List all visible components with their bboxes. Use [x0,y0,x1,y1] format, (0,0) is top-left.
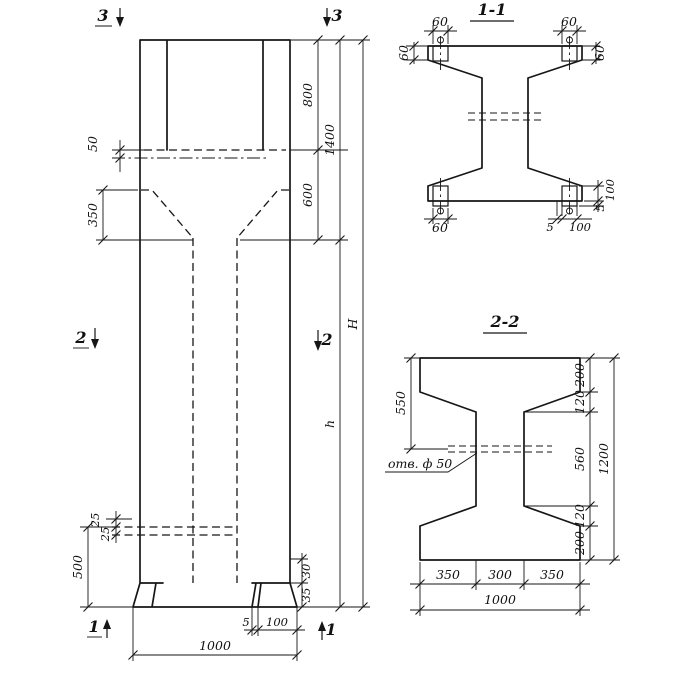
section-1-1-outline [427,36,583,215]
dim-120-bottom-label: 120 [572,504,587,528]
section-marker-1-left: 1 [88,617,99,636]
hole-callout: отв. ф 50 [385,452,478,473]
dim-300-label: 300 [488,567,512,582]
dim-5-label: 5 [242,615,249,629]
elevation-view: 50 350 800 600 1400 h H 500 25 25 30 35 … [70,6,370,661]
dim-1000-label: 1000 [199,638,231,653]
dim-1000-bottom-label: 1000 [484,592,516,607]
dim-350-left-label: 350 [436,567,460,582]
dim-30-label: 30 [299,564,313,579]
anchor-circle [437,207,444,215]
dim-100-right-label: 100 [603,179,617,201]
dim-600-label: 600 [300,183,315,207]
section-2-2-title: 2-2 [490,312,520,331]
dim-h-label: h [322,420,337,428]
section-marker-2-left: 2 [74,328,86,347]
section-markers: 3 3 2 2 1 1 [73,6,343,640]
anchor-circle [437,36,444,44]
section-2-2-dimensions: 550 200 120 560 120 200 1200 350 300 350… [393,352,620,616]
dim-35-label: 35 [299,588,313,603]
section-marker-3-left: 3 [97,6,108,25]
elevation-dimension-labels: 50 350 800 600 1400 h H 500 25 25 30 35 … [70,83,360,653]
dim-25b-label: 25 [98,527,112,543]
dim-1200-label: 1200 [596,443,611,475]
section-1-1-title: 1-1 [478,0,507,19]
dim-60-top-left-label: 60 [432,14,448,29]
dim-50-label: 50 [85,136,100,152]
dim-350-right-label: 350 [540,567,564,582]
dim-350-label: 350 [85,203,100,227]
anchor-circle [566,36,573,44]
dim-200-top-label: 200 [572,363,587,388]
section-1-1-dimensions: 60 60 60 60 60 5 100 100 5 [396,14,617,235]
column-outline [112,39,298,608]
dim-60-right-label: 60 [592,45,607,61]
section-1-1-view: 1-1 60 60 60 60 [396,0,617,235]
hole-label: отв. ф 50 [388,456,452,471]
dim-60-top-right-label: 60 [561,14,577,29]
section-marker-1-right: 1 [325,620,336,639]
dim-500-label: 500 [70,555,85,579]
dim-5-right-label: 5 [593,204,607,211]
dim-1400-label: 1400 [322,124,337,156]
dim-560-label: 560 [572,447,587,471]
dim-100-label: 100 [266,615,288,629]
dim-200-bottom-label: 200 [572,531,587,556]
dim-100-bottom-label: 100 [569,220,591,234]
anchor-circle [566,207,573,215]
dim-800-label: 800 [300,83,315,107]
section-marker-3-right: 3 [331,6,342,25]
section-2-2-view: 2-2 отв. ф 50 550 200 120 560 120 200 12… [385,312,620,616]
dim-60-bottom-label: 60 [432,220,448,235]
dim-60-left-label: 60 [396,45,411,61]
section-2-2-outline [419,357,581,561]
dim-25a-label: 25 [88,513,102,529]
dim-H-label: H [345,317,360,330]
dim-120-top-label: 120 [572,390,587,414]
dim-5-bottom-label: 5 [546,220,553,234]
elevation-dimension-lines [80,34,370,661]
dim-550-label: 550 [393,391,408,415]
section-marker-2-right: 2 [320,330,332,349]
